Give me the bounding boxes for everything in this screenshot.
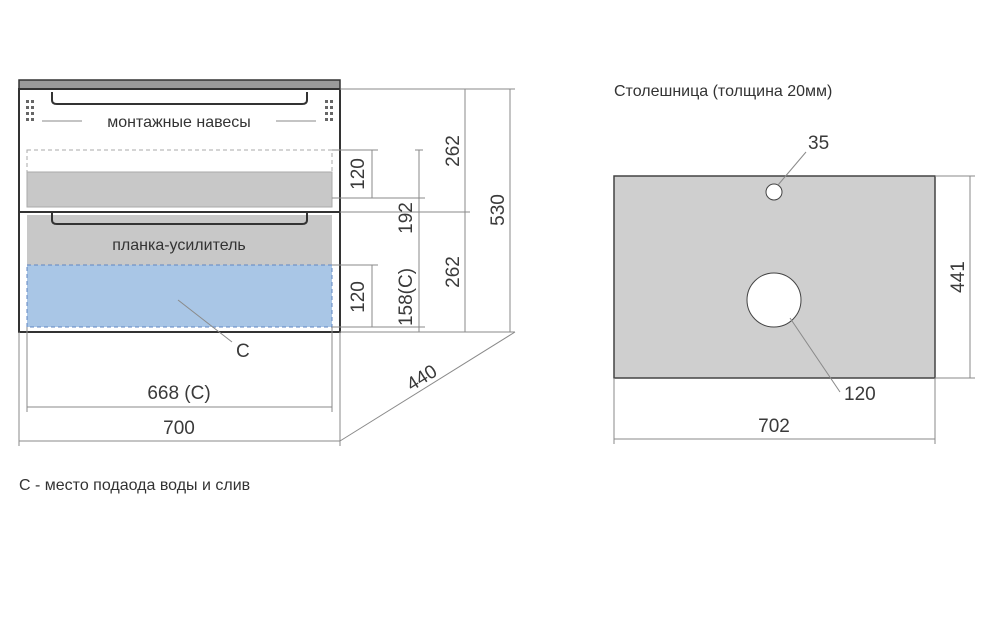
dim-drawer-top: 262: [443, 135, 464, 167]
hinge-mark-left: [26, 100, 34, 121]
dim-inner-height: 120: [348, 158, 369, 190]
countertop-title: Столешница (толщина 20мм): [614, 83, 832, 100]
legend-note: С - место подаода воды и слив: [19, 477, 250, 494]
dim-gap: 192: [396, 202, 417, 234]
upper-drawer-zone: [26, 171, 333, 208]
cabinet-top-panel: [18, 79, 341, 90]
dim-connection-height: 158(C): [396, 268, 417, 326]
hinge-mark-right: [325, 100, 333, 121]
dim-inner-height-lower: 120: [348, 281, 369, 313]
dim-connection-width: 668 (C): [147, 383, 210, 404]
label-strip: планка-усилитель: [112, 237, 246, 254]
lower-drawer-handle: [51, 212, 308, 225]
small-hole: [765, 183, 783, 201]
water-connection-zone: [26, 264, 333, 328]
dim-large-hole: 120: [844, 384, 876, 405]
dim-small-hole: 35: [808, 133, 829, 154]
upper-drawer-interior: [26, 149, 333, 173]
dim-drawer-bottom: 262: [443, 256, 464, 288]
leader-line-c: [177, 299, 233, 343]
cabinet-drawing: монтажные навесы планка-усилитель C 120 …: [18, 79, 516, 446]
label-connection-c: C: [236, 341, 250, 362]
label-hinges: монтажные навесы: [107, 114, 251, 131]
dim-depth: 440: [403, 361, 441, 396]
dim-countertop-width: 702: [758, 416, 790, 437]
large-hole: [746, 272, 802, 328]
dim-width: 700: [163, 418, 195, 439]
cabinet-frame: [18, 88, 341, 333]
countertop-drawing: Столешница (толщина 20мм) 35 120 441 702: [613, 83, 975, 444]
upper-drawer-handle: [51, 92, 308, 105]
dim-total-height: 530: [488, 194, 509, 226]
dim-countertop-depth: 441: [948, 261, 969, 293]
